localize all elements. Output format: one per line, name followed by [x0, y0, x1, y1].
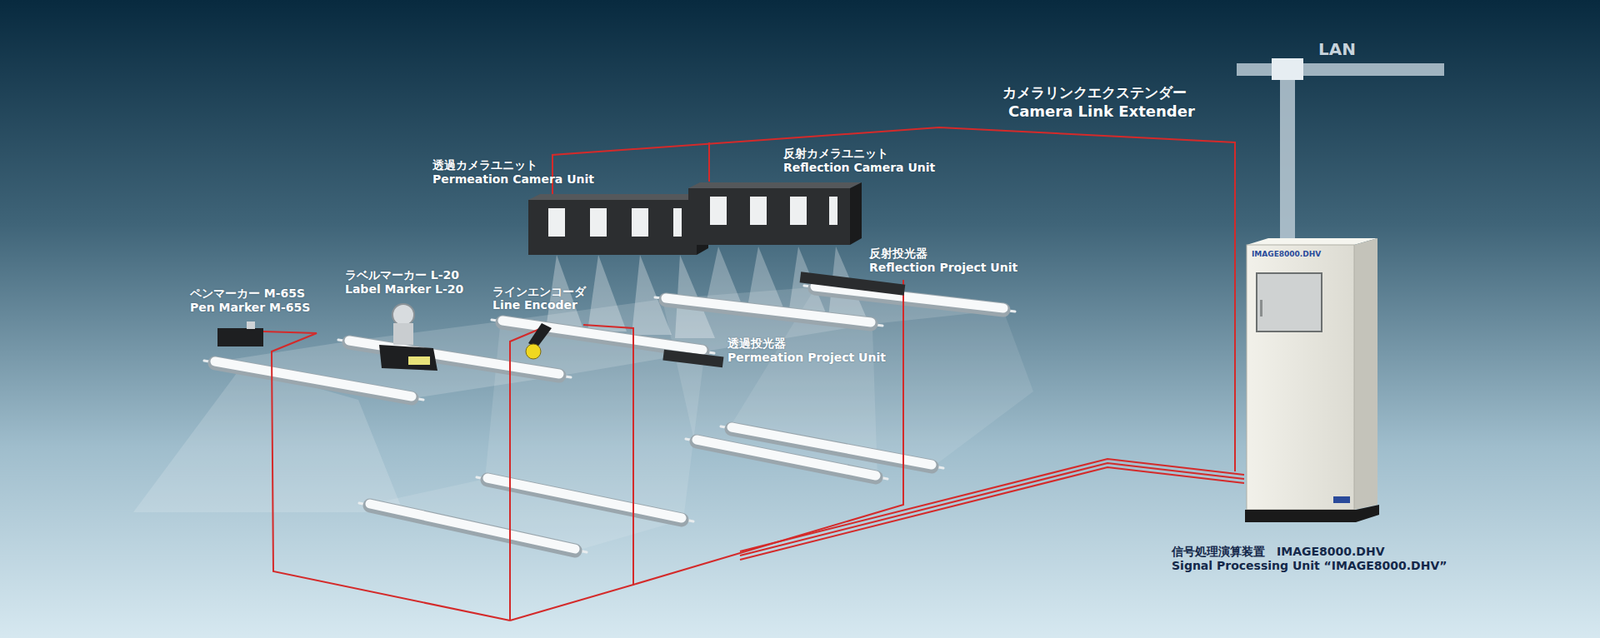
- roller: [370, 504, 575, 550]
- pen-marker-body: [217, 328, 264, 347]
- line-encoder: [525, 323, 552, 360]
- part-name-ja: 透過投光器: [727, 336, 786, 350]
- device-name: IMAGE8000.DHV: [1251, 250, 1321, 259]
- lan-pole: [1280, 68, 1295, 247]
- cabinet-base: [1245, 505, 1380, 523]
- roller-axle: [720, 426, 944, 469]
- part-name-ja: 反射カメラユニット: [783, 146, 889, 160]
- part-name: Reflection Project Unit: [869, 260, 1018, 275]
- part-name-ja: カメラリンクエクステンダー: [1002, 85, 1187, 102]
- part-name: Reflection Camera Unit: [783, 160, 935, 175]
- part-name-ja: ラベルマーカー L-20: [345, 268, 460, 282]
- roller: [349, 340, 560, 375]
- part-name: Camera Link Extender: [1008, 103, 1195, 121]
- cabinet-logo: [1333, 496, 1350, 504]
- camera-box-top: [688, 182, 862, 189]
- camera-link-wire: [708, 142, 710, 182]
- wire: [263, 331, 510, 621]
- lan-tower: [1236, 58, 1445, 247]
- roller-axle: [338, 340, 571, 378]
- wire: [740, 463, 1245, 556]
- roller-axle: [491, 320, 715, 354]
- cabinet-front: [1246, 245, 1355, 510]
- encoder-wheel: [525, 344, 541, 360]
- reflection-projector: [800, 271, 906, 295]
- beam: [746, 246, 785, 312]
- camera: [790, 196, 807, 225]
- part-name-ja: 反射投光器: [869, 246, 928, 260]
- device-caption: 信号処理演算装置 IMAGE8000.DHV: [1171, 545, 1385, 559]
- wire: [740, 459, 1245, 552]
- reflection-camera-unit: [688, 182, 862, 245]
- lan-hub: [1271, 58, 1304, 80]
- beam: [587, 255, 627, 332]
- film: [367, 479, 684, 551]
- part-name-ja: ラインエンコーダ: [492, 285, 586, 299]
- roller: [665, 298, 871, 323]
- roller: [815, 286, 1004, 309]
- camera: [750, 196, 767, 225]
- label-reel: [392, 304, 415, 326]
- roller: [731, 427, 932, 465]
- camera: [673, 208, 682, 237]
- wire: [740, 467, 1245, 560]
- camera-box: [528, 200, 697, 255]
- wires: [263, 127, 1245, 621]
- camera: [631, 208, 649, 237]
- part-name: Label Marker L-20: [345, 282, 464, 296]
- label-strip: [408, 356, 430, 365]
- roller-axle: [804, 285, 1015, 312]
- label-marker: [379, 304, 438, 371]
- cabinet-side: [1354, 238, 1378, 510]
- label-marker-body: [379, 345, 438, 371]
- pen-marker-top: [246, 321, 255, 330]
- wire: [510, 328, 542, 621]
- roller-axle: [359, 503, 587, 553]
- part-name-ja: ペンマーカー M-65S: [190, 286, 305, 300]
- signal-processing-unit: IMAGE8000.DHV信号処理演算装置 IMAGE8000.DHVSigna…: [1246, 245, 1355, 510]
- roller: [487, 478, 682, 519]
- roller-axle: [655, 297, 883, 326]
- camera-box-top: [528, 194, 709, 200]
- part-name: Pen Marker M-65S: [190, 300, 310, 315]
- part-name: Line Encoder: [492, 298, 578, 312]
- part-name-ja: 透過カメラユニット: [432, 158, 538, 172]
- camera: [710, 196, 727, 225]
- camera-link-wire: [552, 127, 1235, 472]
- cabinet: [1245, 238, 1380, 523]
- camera: [829, 196, 838, 225]
- permeation-camera-unit: [528, 194, 709, 255]
- camera-box: [688, 188, 850, 245]
- part-name: Permeation Camera Unit: [432, 172, 595, 186]
- cabinet-window: [1256, 273, 1322, 332]
- pen-marker: [217, 321, 264, 347]
- light-and-film: [133, 246, 1034, 551]
- camera: [548, 208, 565, 237]
- wire: [633, 280, 904, 585]
- label-marker-arm: [393, 323, 414, 345]
- cabinet-handle: [1260, 300, 1263, 317]
- camera-box-side: [850, 182, 862, 245]
- lan-bar: [1236, 63, 1445, 76]
- permeation-projector: [662, 350, 724, 369]
- part-name: Permeation Project Unit: [727, 350, 886, 365]
- lan-label: LAN: [1318, 40, 1356, 60]
- device-caption: Signal Processing Unit “IMAGE8000.DHV”: [1171, 559, 1447, 573]
- wire: [510, 325, 634, 621]
- camera: [590, 208, 607, 237]
